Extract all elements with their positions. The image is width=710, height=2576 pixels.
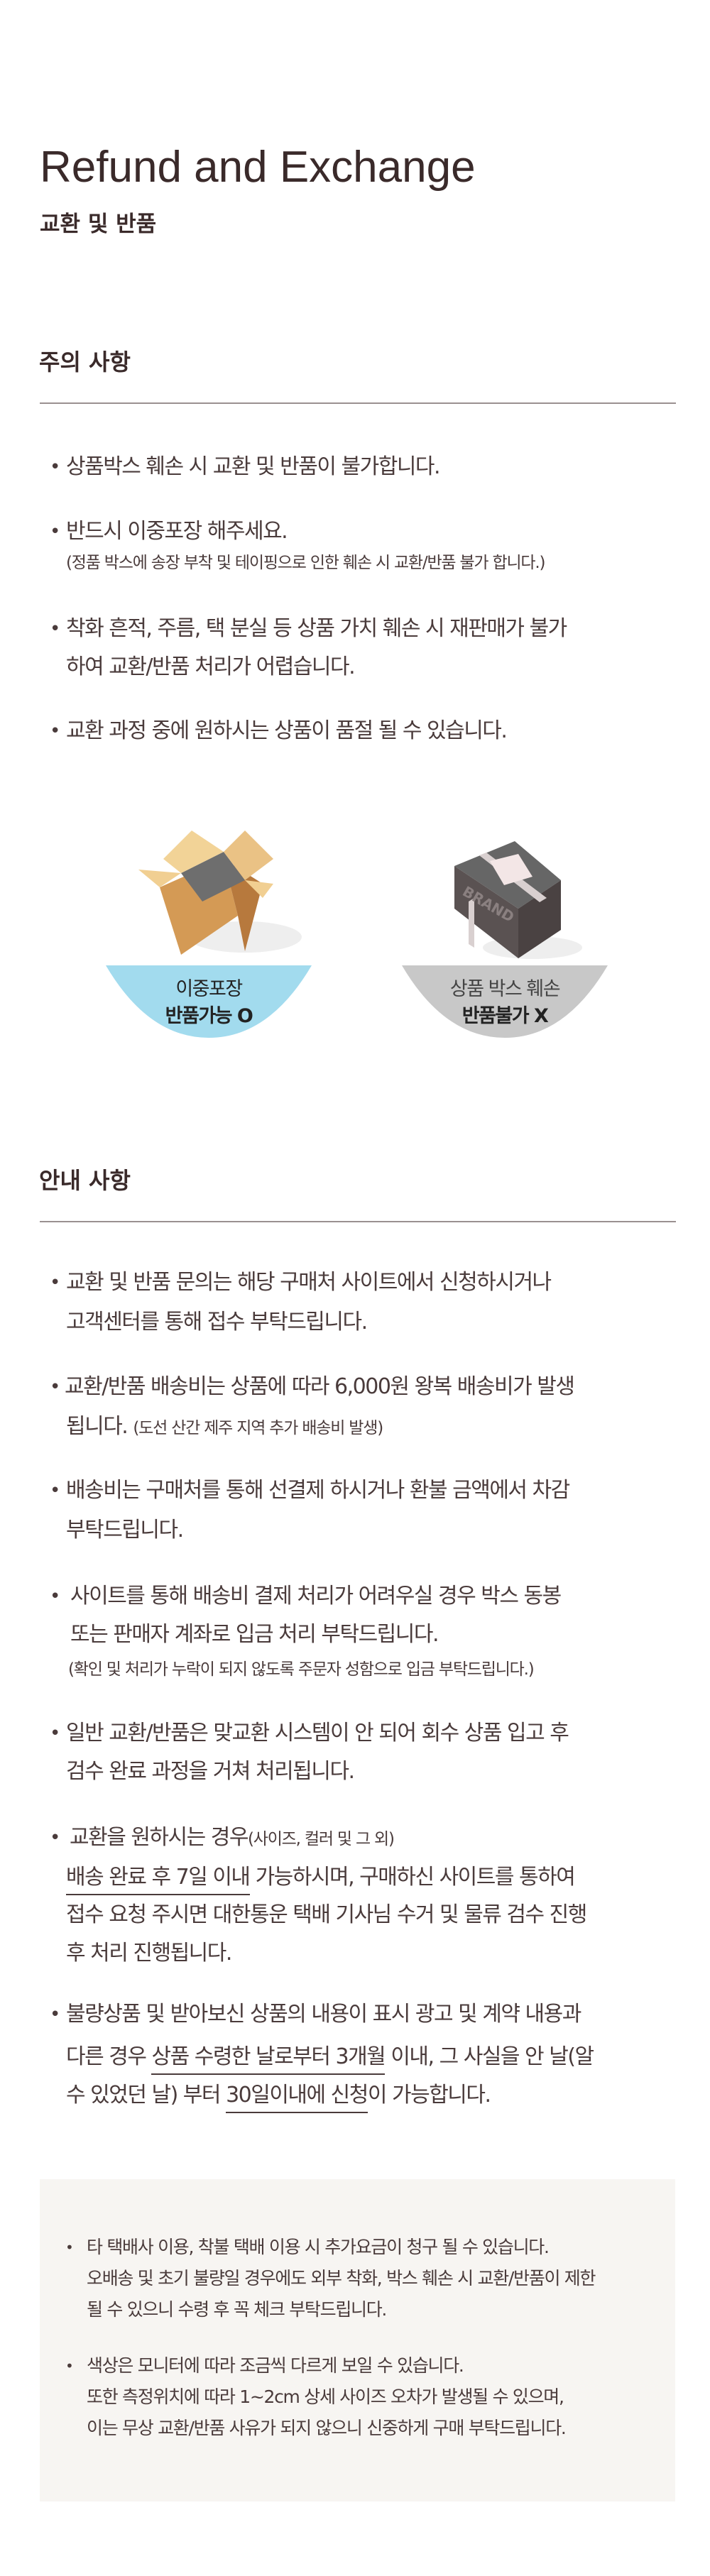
guide-item: 배송 완료 후 7일 이내 가능하시며, 구매하신 사이트를 통하여 — [66, 1863, 576, 1895]
guide-item: 사이트를 통해 배송비 결제 처리가 어려우실 경우 박스 동봉 — [70, 1584, 562, 1608]
bullet-icon: • — [65, 2357, 74, 2374]
guide-item: 일반 교환/반품은 맞교환 시스템이 안 되어 회수 상품 입고 후 — [66, 1721, 569, 1745]
guide-note: (도선 산간 제주 지역 추가 배송비 발생) — [133, 1419, 383, 1437]
notice-item: 상품박스 훼손 시 교환 및 반품이 불가합니다. — [66, 454, 441, 479]
guide-note: (사이즈, 컬러 및 그 외) — [247, 1830, 395, 1848]
guide-text: 가능하시며, 구매하신 사이트를 통하여 — [249, 1865, 576, 1890]
bullet-icon: • — [50, 1827, 61, 1848]
guide-text: 이내, 그 사실을 안 날(알 — [385, 2044, 594, 2069]
bullet-icon: • — [50, 1723, 61, 1744]
bullet-icon: • — [50, 1480, 61, 1501]
guide-item: 됩니다. (도선 산간 제주 지역 추가 배송비 발생) — [66, 1413, 383, 1441]
guide-text: 됩니다. — [66, 1414, 129, 1439]
illustration-label: 상품 박스 훼손 — [449, 978, 561, 1000]
guide-item: 또는 판매자 계좌로 입금 처리 부탁드립니다. — [70, 1622, 439, 1647]
extra-item: 색상은 모니터에 따라 조금씩 다르게 보일 수 있습니다. — [87, 2355, 464, 2376]
guide-item: 배송비는 구매처를 통해 선결제 하시거나 환불 금액에서 차감 — [66, 1478, 570, 1503]
bullet-icon: • — [50, 720, 61, 742]
extra-item: 될 수 있으니 수령 후 꼭 체크 부탁드립니다. — [87, 2299, 387, 2320]
guide-text: 이 가능합니다. — [367, 2083, 491, 2108]
notice-item: 하여 교환/반품 처리가 어렵습니다. — [66, 654, 356, 679]
divider — [40, 1221, 676, 1222]
guide-note: (확인 및 처리가 누락이 되지 않도록 주문자 성함으로 입금 부탁드립니다.… — [68, 1660, 535, 1679]
guide-item: 수 있었던 날) 부터 30일이내에 신청이 가능합니다. — [66, 2081, 491, 2113]
highlight-text: 상품 수령한 날로부터 3개월 — [151, 2044, 386, 2075]
notice-item: 교환 과정 중에 원하시는 상품이 품절 될 수 있습니다. — [66, 718, 508, 743]
extra-info-box — [40, 2179, 675, 2501]
illustration-status: 반품불가 X — [462, 1005, 549, 1027]
damaged-box-icon: BRAND — [454, 841, 582, 959]
label-badge — [106, 965, 312, 1038]
guide-item: 불량상품 및 받아보신 상품의 내용이 표시 광고 및 계약 내용과 — [66, 2002, 581, 2027]
highlight-text: 30일이내에 신청 — [226, 2083, 368, 2113]
illustration-label: 이중포장 — [175, 978, 243, 1000]
guide-heading: 안내 사항 — [39, 1167, 131, 1194]
guide-text: 다른 경우 — [66, 2044, 152, 2069]
notice-item: 반드시 이중포장 해주세요. — [66, 519, 288, 544]
guide-item: 접수 요청 주시면 대한통운 택배 기사님 수거 및 물류 검수 진행 — [66, 1902, 587, 1927]
extra-item: 오배송 및 초기 불량일 경우에도 외부 착화, 박스 훼손 시 교환/반품이 … — [87, 2268, 596, 2289]
guide-item: 고객센터를 통해 접수 부탁드립니다. — [66, 1310, 368, 1334]
bullet-icon: • — [50, 456, 61, 478]
bullet-icon: • — [50, 2004, 61, 2025]
guide-item: 다른 경우 상품 수령한 날로부터 3개월 이내, 그 사실을 안 날(알 — [66, 2043, 594, 2075]
extra-item: 타 택배사 이용, 착불 택배 이용 시 추가요금이 청구 될 수 있습니다. — [87, 2237, 550, 2257]
extra-item: 이는 무상 교환/반품 사유가 되지 않으니 신중하게 구매 부탁드립니다. — [87, 2418, 567, 2438]
extra-item: 또한 측정위치에 따라 1~2cm 상세 사이즈 오차가 발생될 수 있으며, — [87, 2386, 564, 2407]
guide-text: 교환을 원하시는 경우 — [70, 1825, 248, 1850]
bullet-icon: • — [50, 521, 61, 542]
page-subtitle: 교환 및 반품 — [40, 212, 157, 237]
guide-item: 교환/반품 배송비는 상품에 따라 6,000원 왕복 배송비가 발생 — [65, 1374, 575, 1399]
open-box-icon — [138, 831, 302, 955]
notice-heading: 주의 사항 — [39, 349, 131, 376]
guide-item: 검수 완료 과정을 거쳐 처리됩니다. — [66, 1759, 355, 1784]
label-badge — [402, 965, 608, 1038]
guide-item: 부탁드립니다. — [66, 1518, 184, 1542]
bullet-icon: • — [50, 1586, 61, 1607]
notice-note: (정품 박스에 송장 부착 및 테이핑으로 인한 훼손 시 교환/반품 불가 합… — [66, 554, 545, 572]
bullet-icon: • — [50, 618, 61, 640]
guide-text: 수 있었던 날) 부터 — [66, 2083, 226, 2108]
guide-item: 교환을 원하시는 경우(사이즈, 컬러 및 그 외) — [70, 1824, 395, 1852]
bullet-icon: • — [65, 2239, 74, 2256]
illustration-status: 반품가능 O — [165, 1005, 253, 1027]
notice-item: 착화 흔적, 주름, 택 분실 등 상품 가치 훼손 시 재판매가 불가 — [66, 616, 567, 641]
guide-item: 후 처리 진행됩니다. — [66, 1941, 232, 1966]
bullet-icon: • — [50, 1376, 61, 1398]
page-title: Refund and Exchange — [40, 143, 476, 192]
divider — [40, 402, 676, 404]
highlight-text: 배송 완료 후 7일 이내 — [66, 1865, 251, 1895]
guide-item: 교환 및 반품 문의는 해당 구매처 사이트에서 신청하시거나 — [66, 1270, 552, 1295]
bullet-icon: • — [50, 1272, 61, 1293]
